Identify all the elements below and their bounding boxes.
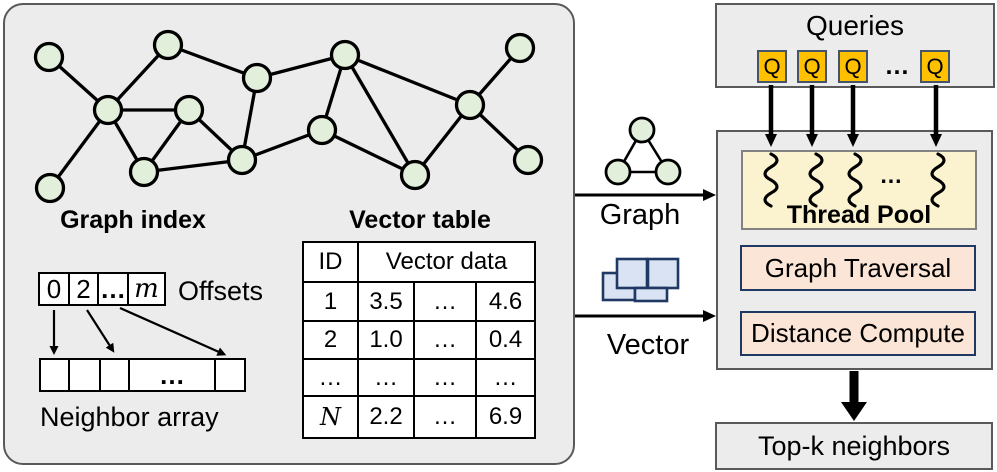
- vector-icon: [601, 257, 680, 303]
- vector-arrow-label: Vector: [606, 329, 690, 361]
- cell: 3.5: [357, 281, 415, 322]
- graph-icon: [604, 116, 682, 186]
- offsets-cell: 0: [40, 274, 70, 304]
- vector-table: ID Vector data 1 3.5 … 4.6 2 1.0 … 0.4 ……: [302, 241, 536, 439]
- cell: …: [413, 281, 477, 322]
- cell: 4.6: [475, 281, 536, 322]
- cell: 2: [302, 320, 359, 360]
- cell-n: N: [302, 395, 359, 439]
- offsets-cell: 2: [70, 274, 99, 304]
- query-item: Q: [797, 50, 827, 83]
- graph-traversal-box: Graph Traversal: [740, 245, 976, 291]
- neighbor-array: …: [39, 358, 246, 392]
- cell: …: [413, 320, 477, 360]
- query-item: Q: [838, 50, 868, 83]
- neighbor-cell: [101, 360, 130, 390]
- table-row: 1 3.5 … 4.6: [302, 281, 536, 322]
- vector-table-title: Vector table: [349, 206, 491, 234]
- offsets-array: 0 2 … m: [38, 272, 166, 306]
- cell: …: [475, 358, 536, 397]
- table-row: N 2.2 … 6.9: [302, 395, 536, 439]
- cell: 2.2: [357, 395, 415, 439]
- offsets-cell-m: m: [134, 274, 159, 304]
- cell: …: [302, 358, 359, 397]
- cell: 0.4: [475, 320, 536, 360]
- table-row: … … … …: [302, 358, 536, 397]
- cell: 1.0: [357, 320, 415, 360]
- offsets-cell-ellipsis: …: [99, 274, 129, 304]
- cell: …: [413, 358, 477, 397]
- neighbor-cell-ellipsis: …: [130, 360, 216, 390]
- neighbor-cell: [70, 360, 101, 390]
- offsets-label: Offsets: [178, 276, 264, 306]
- cell: …: [357, 358, 415, 397]
- thread-pool-label: Thread Pool: [786, 201, 932, 229]
- table-header-row: ID Vector data: [302, 241, 536, 283]
- table-row: 2 1.0 … 0.4: [302, 320, 536, 360]
- neighbor-cell: [216, 360, 244, 390]
- query-arrows: [765, 85, 942, 147]
- cell: 6.9: [475, 395, 536, 439]
- query-item: Q: [920, 50, 950, 83]
- graph-arrow-label: Graph: [599, 199, 681, 231]
- graph-index-title: Graph index: [60, 206, 206, 234]
- cell: …: [413, 395, 477, 439]
- queries-ellipsis: …: [884, 52, 910, 80]
- topk-neighbors-box: Top-k neighbors: [715, 422, 993, 470]
- result-arrow: [841, 371, 867, 421]
- header-id: ID: [302, 241, 359, 283]
- neighbor-cell: [41, 360, 70, 390]
- queries-title: Queries: [805, 10, 905, 41]
- header-vector-data: Vector data: [357, 241, 536, 283]
- neighbor-array-label: Neighbor array: [40, 402, 219, 432]
- thread-pool-ellipsis: …: [879, 162, 903, 188]
- cell: 1: [302, 281, 359, 322]
- query-item: Q: [757, 50, 787, 83]
- distance-compute-box: Distance Compute: [740, 311, 976, 356]
